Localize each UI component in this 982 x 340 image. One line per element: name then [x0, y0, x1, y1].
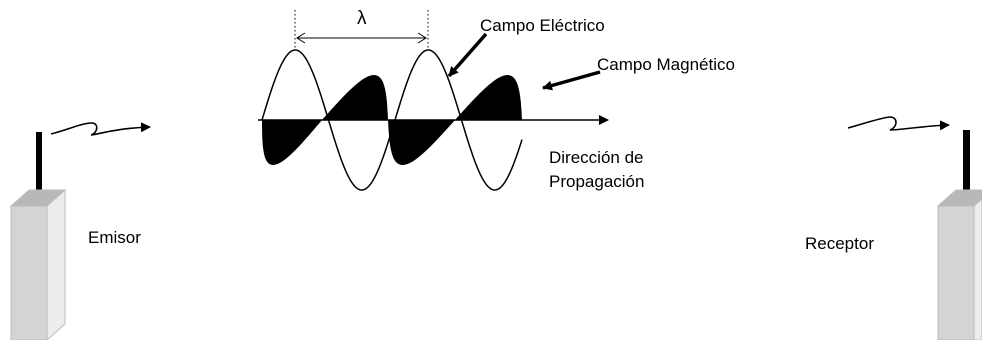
receiver-box-top	[936, 189, 982, 207]
propagation-direction-label-line1: Dirección de	[549, 148, 644, 167]
magnetic-field-lobe-3	[388, 120, 455, 165]
emitter-signal-icon	[50, 122, 151, 136]
magnetic-field-lobe-2	[322, 75, 388, 120]
electric-field-wave	[261, 49, 523, 191]
wavelength-span-arrow	[296, 32, 427, 44]
receiver-box-front	[937, 205, 975, 340]
emitter-antenna-mast	[36, 132, 42, 197]
wavelength-symbol: λ	[357, 8, 367, 29]
magnetic-field-pointer	[542, 70, 601, 91]
receiver-tower	[936, 130, 982, 340]
electric-field-label: Campo Eléctrico	[480, 16, 605, 35]
receiver-antenna-mast	[963, 130, 970, 213]
propagation-direction-label-line2: Propagación	[549, 172, 644, 191]
emitter-tower	[9, 132, 67, 340]
emitter-box-side	[46, 188, 66, 340]
magnetic-field-lobe-4	[455, 75, 522, 120]
magnetic-field-lobe-1	[262, 120, 322, 165]
receiver-label: Receptor	[805, 234, 874, 253]
emitter-box-front	[10, 205, 48, 340]
magnetic-field-label: Campo Magnético	[597, 55, 735, 74]
magnetic-field-wave	[262, 75, 522, 165]
electric-field-pointer	[447, 32, 488, 78]
receiver-box-side	[973, 198, 982, 340]
receiver-signal-icon	[847, 116, 950, 131]
emitter-label: Emisor	[88, 228, 141, 247]
